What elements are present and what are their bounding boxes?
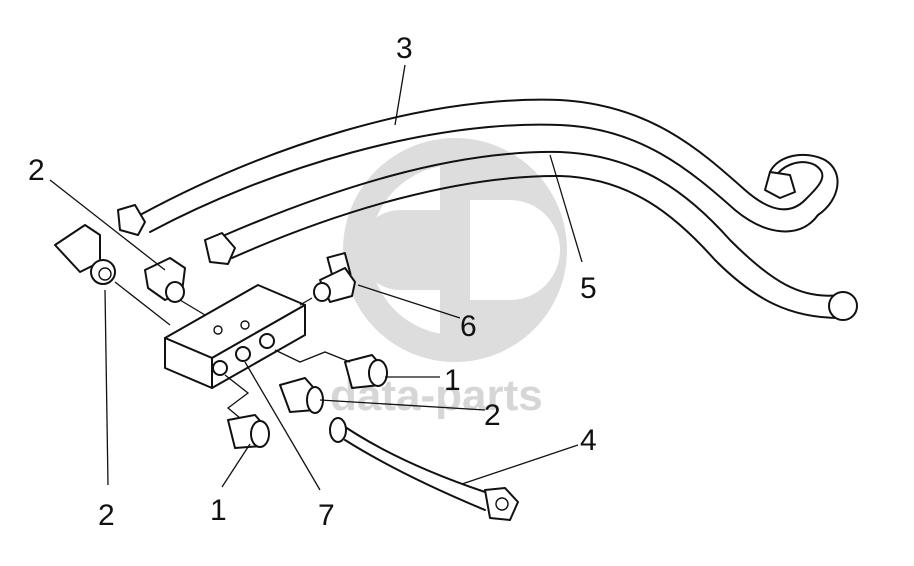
callout-leaders — [49, 64, 583, 491]
fitting-2-middle — [144, 257, 186, 303]
manifold-block-7 — [164, 284, 306, 389]
callout-7: 7 — [318, 499, 335, 532]
callout-3: 3 — [396, 32, 413, 65]
plug-fitting-1-right — [344, 354, 388, 389]
hose-4 — [329, 417, 519, 521]
hose-3 — [117, 98, 839, 236]
callout-2-bottom-left: 2 — [98, 499, 115, 532]
callout-1-right: 1 — [444, 364, 461, 397]
plug-fitting-1-bottom — [227, 414, 270, 449]
callout-6: 6 — [460, 310, 477, 343]
gd-logo-icon — [343, 138, 567, 362]
assembly-lines — [114, 281, 351, 419]
callout-5: 5 — [580, 272, 597, 305]
elbow-fitting-left — [54, 224, 116, 285]
callout-2-top-left: 2 — [28, 154, 45, 187]
callout-2-right: 2 — [484, 399, 501, 432]
callout-1-bottom: 1 — [210, 494, 227, 527]
hose-5 — [204, 150, 858, 321]
elbow-fitting-6 — [313, 252, 356, 303]
fitting-2-right — [279, 377, 324, 414]
callout-4: 4 — [580, 424, 597, 457]
